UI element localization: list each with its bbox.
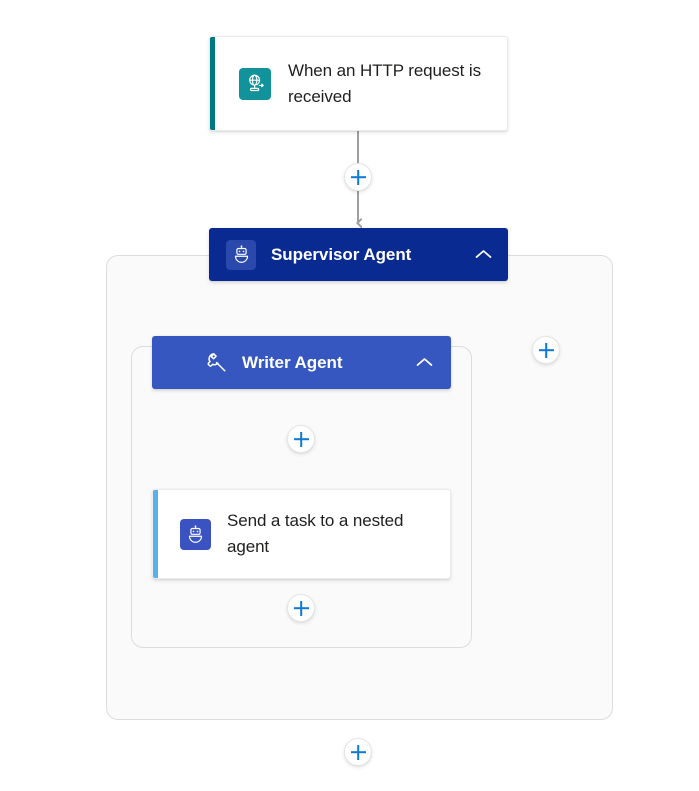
add-step-button-after-trigger[interactable] bbox=[344, 163, 372, 191]
chevron-up-icon-supervisor[interactable] bbox=[468, 228, 498, 281]
robot-icon bbox=[180, 518, 211, 550]
writer-agent-header[interactable]: Writer Agent bbox=[152, 336, 451, 389]
plus-icon bbox=[351, 745, 366, 760]
writer-agent-label: Writer Agent bbox=[242, 352, 343, 372]
add-step-button-after-writer-agent[interactable] bbox=[287, 425, 315, 453]
trigger-card-http-request[interactable]: When an HTTP request is received bbox=[209, 36, 508, 131]
action-accent-strip bbox=[153, 490, 158, 578]
action-card-label: Send a task to a nested agent bbox=[227, 511, 404, 556]
add-step-button-flow-bottom[interactable] bbox=[344, 738, 372, 766]
add-step-button-supervisor-scope[interactable] bbox=[532, 336, 560, 364]
plus-icon bbox=[294, 601, 309, 616]
trigger-accent-strip bbox=[210, 37, 215, 130]
supervisor-agent-header[interactable]: Supervisor Agent bbox=[209, 228, 508, 281]
add-step-button-writer-scope-bottom[interactable] bbox=[287, 594, 315, 622]
supervisor-agent-label: Supervisor Agent bbox=[271, 244, 412, 264]
http-globe-icon bbox=[239, 67, 271, 100]
plus-icon bbox=[539, 343, 554, 358]
chevron-up-icon-writer[interactable] bbox=[409, 336, 439, 389]
action-card-send-task-nested-agent[interactable]: Send a task to a nested agent bbox=[152, 489, 451, 579]
trigger-card-label: When an HTTP request is received bbox=[288, 60, 481, 106]
robot-icon bbox=[226, 239, 256, 270]
plus-icon bbox=[351, 170, 366, 185]
wrench-icon bbox=[203, 350, 229, 376]
plus-icon bbox=[294, 432, 309, 447]
